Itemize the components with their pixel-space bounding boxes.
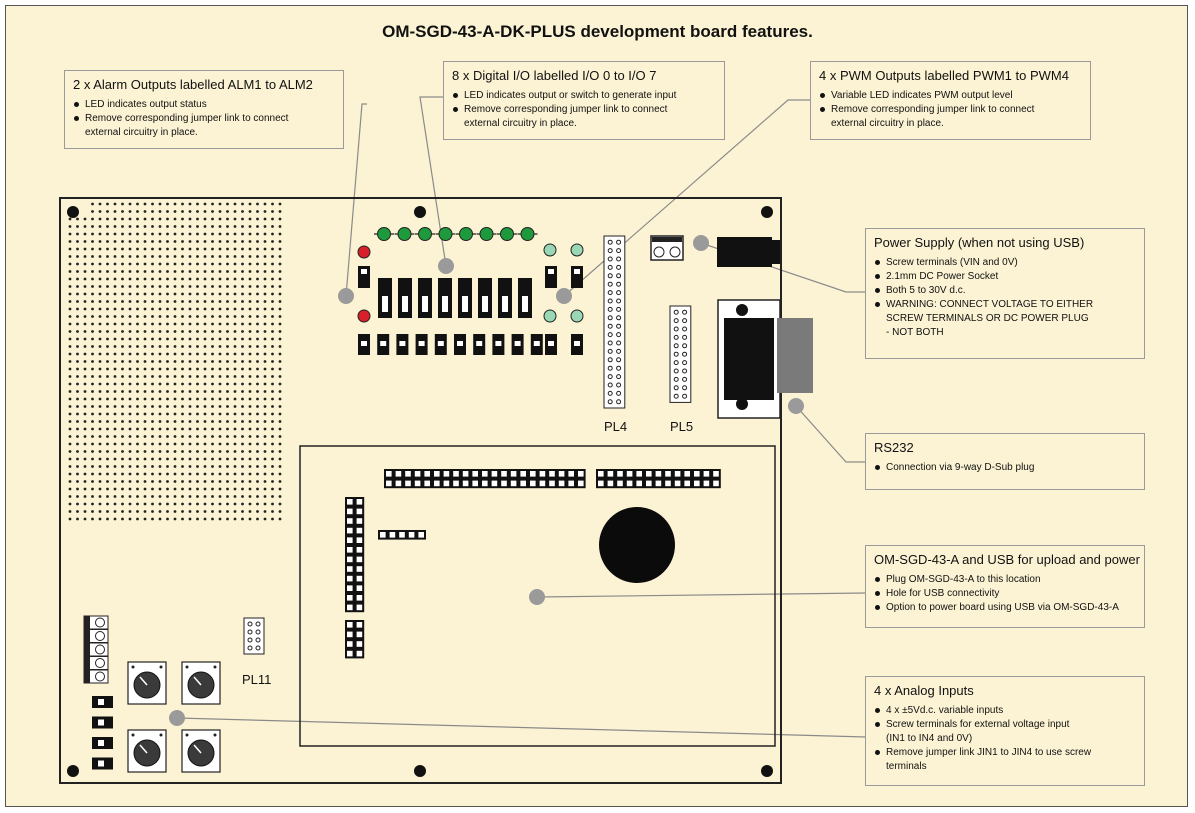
callout-rs232-item: Connection via 9-way D-Sub plug: [875, 461, 1144, 475]
digital-io-leds: [374, 227, 538, 241]
mount-hole-tr: [761, 206, 773, 218]
board-outline: [59, 197, 782, 784]
callout-usb-item: Option to power board using USB via OM-S…: [875, 601, 1144, 615]
leader-pwm: [563, 99, 811, 297]
callout-pwm: 4 x PWM Outputs labelled PWM1 to PWM4 Va…: [810, 61, 1091, 140]
mount-hole-tm: [414, 206, 426, 218]
module-area: [299, 445, 776, 747]
callout-analog-item: Remove jumper link JIN1 to JIN4 to use s…: [875, 746, 1144, 774]
callout-alarm-item: LED indicates output status: [74, 98, 343, 112]
callout-power-item: 2.1mm DC Power Socket: [875, 270, 1144, 284]
marker-digital: [438, 258, 454, 274]
mount-hole-tl: [67, 206, 79, 218]
callout-power-item: Screw terminals (VIN and 0V): [875, 256, 1144, 270]
marker-power: [693, 235, 709, 251]
callout-power-heading: Power Supply (when not using USB): [874, 235, 1085, 250]
leader-usb: [536, 592, 867, 598]
marker-alarm: [338, 288, 354, 304]
mount-hole-bl: [67, 765, 79, 777]
dc-power-socket: [717, 237, 772, 267]
callout-rs232-heading: RS232: [874, 440, 914, 455]
leader-rs232: [795, 405, 866, 463]
header-pl4: [603, 235, 626, 409]
mount-hole-bm: [414, 765, 426, 777]
marker-analog: [169, 710, 185, 726]
header-pl5: [669, 305, 692, 403]
mount-hole-br: [761, 765, 773, 777]
callout-power-item: Both 5 to 30V d.c.: [875, 284, 1144, 298]
pwm-leds: [543, 243, 584, 323]
alarm-led-1: [357, 245, 371, 259]
callout-rs232: RS232 Connection via 9-way D-Sub plug: [865, 433, 1145, 490]
callout-digital-heading: 8 x Digital I/O labelled I/O 0 to I/O 7: [452, 68, 657, 83]
callout-alarm-item: Remove corresponding jumper link to conn…: [74, 112, 343, 140]
label-pl5: PL5: [670, 419, 694, 434]
callout-usb-heading: OM-SGD-43-A and USB for upload and power: [874, 552, 1140, 567]
marker-usb: [529, 589, 545, 605]
leader-digital: [419, 96, 447, 267]
label-pl11: PL11: [242, 672, 272, 687]
leader-analog: [176, 717, 867, 738]
header-pl11: [243, 617, 265, 655]
analog-potentiometers: [127, 661, 221, 773]
callout-pwm-item: Variable LED indicates PWM output level: [820, 89, 1090, 103]
leader-alarm: [345, 103, 367, 297]
callout-alarm-heading: 2 x Alarm Outputs labelled ALM1 to ALM2: [73, 77, 313, 92]
usb-hole: [599, 507, 675, 583]
callout-digital-item: LED indicates output or switch to genera…: [453, 89, 724, 103]
callout-power: Power Supply (when not using USB) Screw …: [865, 228, 1145, 359]
alarm-leds: [357, 245, 371, 323]
callout-usb: OM-SGD-43-A and USB for upload and power…: [865, 545, 1145, 628]
diagram-title: OM-SGD-43-A-DK-PLUS development board fe…: [382, 22, 813, 41]
label-pl4: PL4: [604, 419, 628, 434]
callout-usb-item: Hole for USB connectivity: [875, 587, 1144, 601]
analog-jumpers: [92, 696, 113, 770]
analog-screw-terminals: [83, 615, 109, 684]
callout-digital-item: Remove corresponding jumper link to conn…: [453, 103, 724, 131]
marker-pwm: [556, 288, 572, 304]
callout-analog: 4 x Analog Inputs 4 x ±5Vd.c. variable i…: [865, 676, 1145, 786]
digital-io-switches: [378, 278, 532, 318]
module-headers: [345, 469, 721, 659]
callout-alarm: 2 x Alarm Outputs labelled ALM1 to ALM2 …: [64, 70, 344, 149]
callout-pwm-heading: 4 x PWM Outputs labelled PWM1 to PWM4: [819, 68, 1069, 83]
prototype-area: [68, 202, 282, 521]
marker-rs232: [788, 398, 804, 414]
jumper-links: [358, 334, 583, 355]
callout-analog-item: Screw terminals for external voltage inp…: [875, 718, 1144, 746]
alarm-led-2: [357, 309, 371, 323]
callout-analog-item: 4 x ±5Vd.c. variable inputs: [875, 704, 1144, 718]
callout-digital: 8 x Digital I/O labelled I/O 0 to I/O 7 …: [443, 61, 725, 140]
callout-analog-heading: 4 x Analog Inputs: [874, 683, 974, 698]
callout-pwm-item: Remove corresponding jumper link to conn…: [820, 103, 1090, 131]
callout-usb-item: Plug OM-SGD-43-A to this location: [875, 573, 1144, 587]
